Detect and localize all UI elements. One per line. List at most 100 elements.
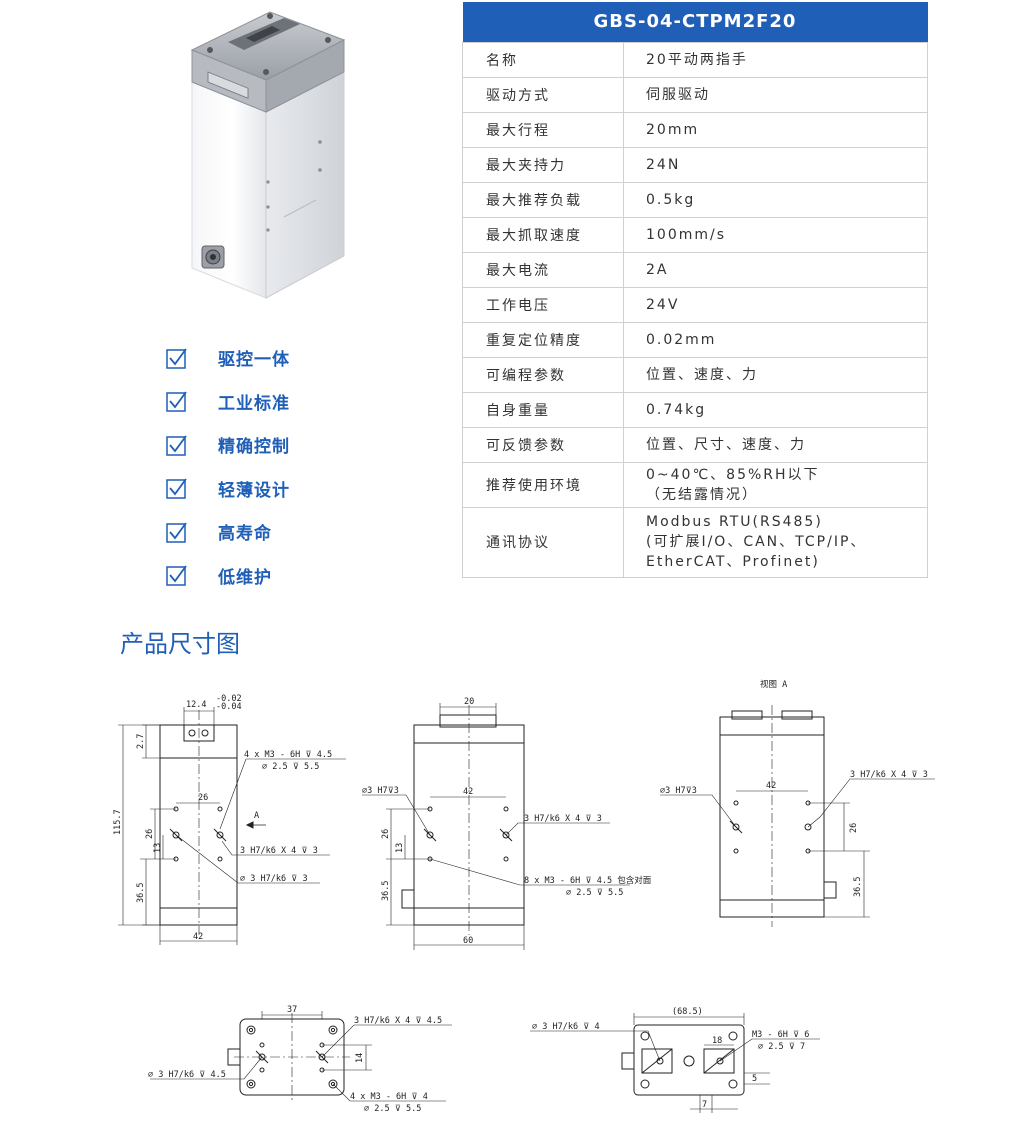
dim-note: 3 H7/k6 X 4 ⊽ 3 (240, 846, 318, 856)
spec-key: 最大行程 (462, 111, 624, 148)
spec-value-line: （无结露情况） (646, 486, 758, 503)
dim-label: 13 (153, 843, 163, 853)
dim-label: -0.04 (216, 702, 242, 712)
spec-value-line: (可扩展I/O、CAN、TCP/IP、 (646, 534, 867, 550)
spec-key: 最大抓取速度 (462, 216, 624, 253)
spec-key: 自身重量 (462, 391, 624, 428)
spec-value: 位置、速度、力 (623, 356, 928, 393)
dim-note: ⌀3 H7⊽3 (660, 786, 697, 796)
dim-label: 36.5 (853, 877, 863, 897)
feature-item: 轻薄设计 (166, 467, 366, 511)
table-row: 可编程参数位置、速度、力 (462, 356, 928, 393)
dim-note: ⌀ 2.5 ⊽ 7 (758, 1042, 805, 1052)
spec-value: 0.74kg (623, 391, 928, 428)
table-row: 通讯协议 Modbus RTU(RS485) (可扩展I/O、CAN、TCP/IP、… (462, 506, 928, 578)
feature-label: 精确控制 (218, 437, 290, 458)
feature-label: 高寿命 (218, 524, 272, 545)
spec-key: 重复定位精度 (462, 321, 624, 358)
spec-key: 最大夹持力 (462, 146, 624, 183)
dim-note: ⌀ 2.5 ⊽ 5.5 (364, 1104, 421, 1114)
dim-label: 36.5 (381, 881, 391, 901)
checkbox-checked-icon (166, 478, 187, 499)
spec-value: 100mm/s (623, 216, 928, 253)
spec-model-header: GBS-04-CTPM2F20 (462, 2, 928, 42)
feature-list: 驱控一体 工业标准 精确控制 轻薄设计 高寿命 低维护 (166, 336, 366, 597)
dim-label: 42 (463, 787, 473, 797)
spec-value: 24N (623, 146, 928, 183)
spec-value: 2A (623, 251, 928, 288)
table-row: 驱动方式伺服驱动 (462, 76, 928, 113)
top-view (530, 1013, 820, 1113)
spec-value: Modbus RTU(RS485) (可扩展I/O、CAN、TCP/IP、 Ethe… (623, 506, 928, 578)
spec-value-line: EtherCAT、Profinet) (646, 554, 820, 570)
dim-note: ⌀ 2.5 ⊽ 5.5 (262, 762, 319, 772)
dim-label: 37 (287, 1005, 297, 1015)
dim-label: 26 (145, 829, 155, 839)
dim-label: -0.02 (216, 694, 242, 704)
dim-label: 7 (702, 1100, 707, 1110)
dim-label: 42 (193, 932, 203, 942)
view-title: 视图 A (760, 679, 787, 690)
view-arrow-label: A (254, 811, 259, 821)
feature-label: 工业标准 (218, 393, 290, 414)
dim-note: ⌀3 H7⊽3 (362, 786, 399, 796)
feature-item: 驱控一体 (166, 336, 366, 380)
dim-note: 3 H7/k6 X 4 ⊽ 4.5 (354, 1016, 442, 1026)
front-view (118, 707, 346, 945)
spec-value: 0~40℃、85%RH以下 （无结露情况） (623, 461, 928, 508)
dim-label: 12.4 (186, 700, 206, 710)
dim-note: 3 H7/k6 X 4 ⊽ 3 (850, 770, 928, 780)
side-view (362, 703, 630, 950)
dim-note: ⌀ 3 H7/k6 ⊽ 3 (240, 874, 308, 884)
spec-value: 位置、尺寸、速度、力 (623, 426, 928, 463)
spec-value: 24V (623, 286, 928, 323)
dim-label: 26 (849, 823, 859, 833)
spec-value-line: 0~40℃、85%RH以下 (646, 466, 820, 483)
product-image (190, 11, 346, 299)
dim-note: M3 - 6H ⊽ 6 (752, 1030, 809, 1040)
feature-item: 工业标准 (166, 380, 366, 424)
dim-label: 2.7 (136, 734, 146, 749)
spec-key: 可反馈参数 (462, 426, 624, 463)
spec-value-line: Modbus RTU(RS485) (646, 514, 823, 530)
spec-value: 伺服驱动 (623, 76, 928, 113)
spec-key: 可编程参数 (462, 356, 624, 393)
dim-note: 4 x M3 - 6H ⊽ 4 (350, 1092, 428, 1102)
view-a (660, 705, 935, 927)
checkbox-checked-icon (166, 565, 187, 586)
dim-note: 3 H7/k6 X 4 ⊽ 3 (524, 814, 602, 824)
dim-label: 26 (198, 793, 208, 803)
bottom-view (150, 1011, 452, 1102)
feature-label: 轻薄设计 (218, 480, 290, 501)
section-title: 产品尺寸图 (120, 630, 240, 658)
dim-note: ⌀ 3 H7/k6 ⊽ 4 (532, 1022, 600, 1032)
spec-value: 0.02mm (623, 321, 928, 358)
spec-key: 通讯协议 (462, 506, 624, 578)
dim-label: 26 (381, 829, 391, 839)
table-row: 可反馈参数位置、尺寸、速度、力 (462, 426, 928, 463)
dim-note: 8 x M3 - 6H ⊽ 4.5 包含对面 (524, 875, 652, 886)
dim-label: 13 (395, 843, 405, 853)
checkbox-checked-icon (166, 348, 187, 369)
feature-item: 精确控制 (166, 423, 366, 467)
feature-item: 低维护 (166, 554, 366, 598)
dim-note: 4 x M3 - 6H ⊽ 4.5 (244, 750, 332, 760)
spec-value: 20平动两指手 (623, 41, 928, 78)
checkbox-checked-icon (166, 522, 187, 543)
dim-label: 5 (752, 1074, 757, 1084)
checkbox-checked-icon (166, 435, 187, 456)
dim-note: ⌀ 2.5 ⊽ 5.5 (566, 888, 623, 898)
dimension-drawing: 12.4 -0.02 -0.04 115.7 2.7 26 13 36.5 26… (113, 679, 935, 1114)
checkbox-checked-icon (166, 391, 187, 412)
feature-label: 低维护 (218, 567, 272, 588)
dim-label: 60 (463, 936, 473, 946)
feature-item: 高寿命 (166, 510, 366, 554)
dim-label: 14 (355, 1053, 365, 1063)
